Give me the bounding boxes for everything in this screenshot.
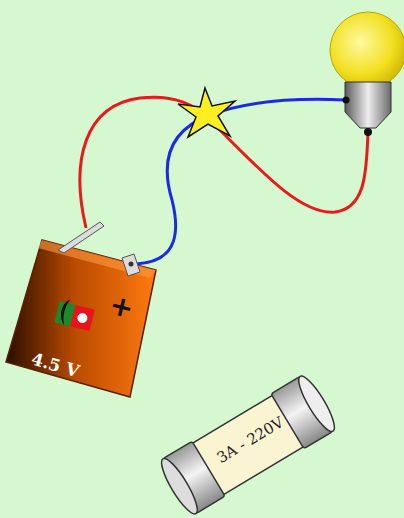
battery-terminal <box>122 254 140 276</box>
bulb-glass <box>330 12 404 88</box>
battery-top <box>38 240 156 278</box>
bulb-base <box>345 82 391 128</box>
blue-wire <box>136 99 345 264</box>
spark-star <box>178 88 235 137</box>
red-wire <box>80 97 368 228</box>
bulb-contact <box>343 97 350 104</box>
terminal-hole <box>129 262 134 267</box>
battery-body <box>6 240 156 397</box>
fuse <box>156 372 340 518</box>
bulb-contact <box>364 128 372 136</box>
battery-terminal <box>58 222 104 253</box>
battery-emblem <box>54 297 95 331</box>
